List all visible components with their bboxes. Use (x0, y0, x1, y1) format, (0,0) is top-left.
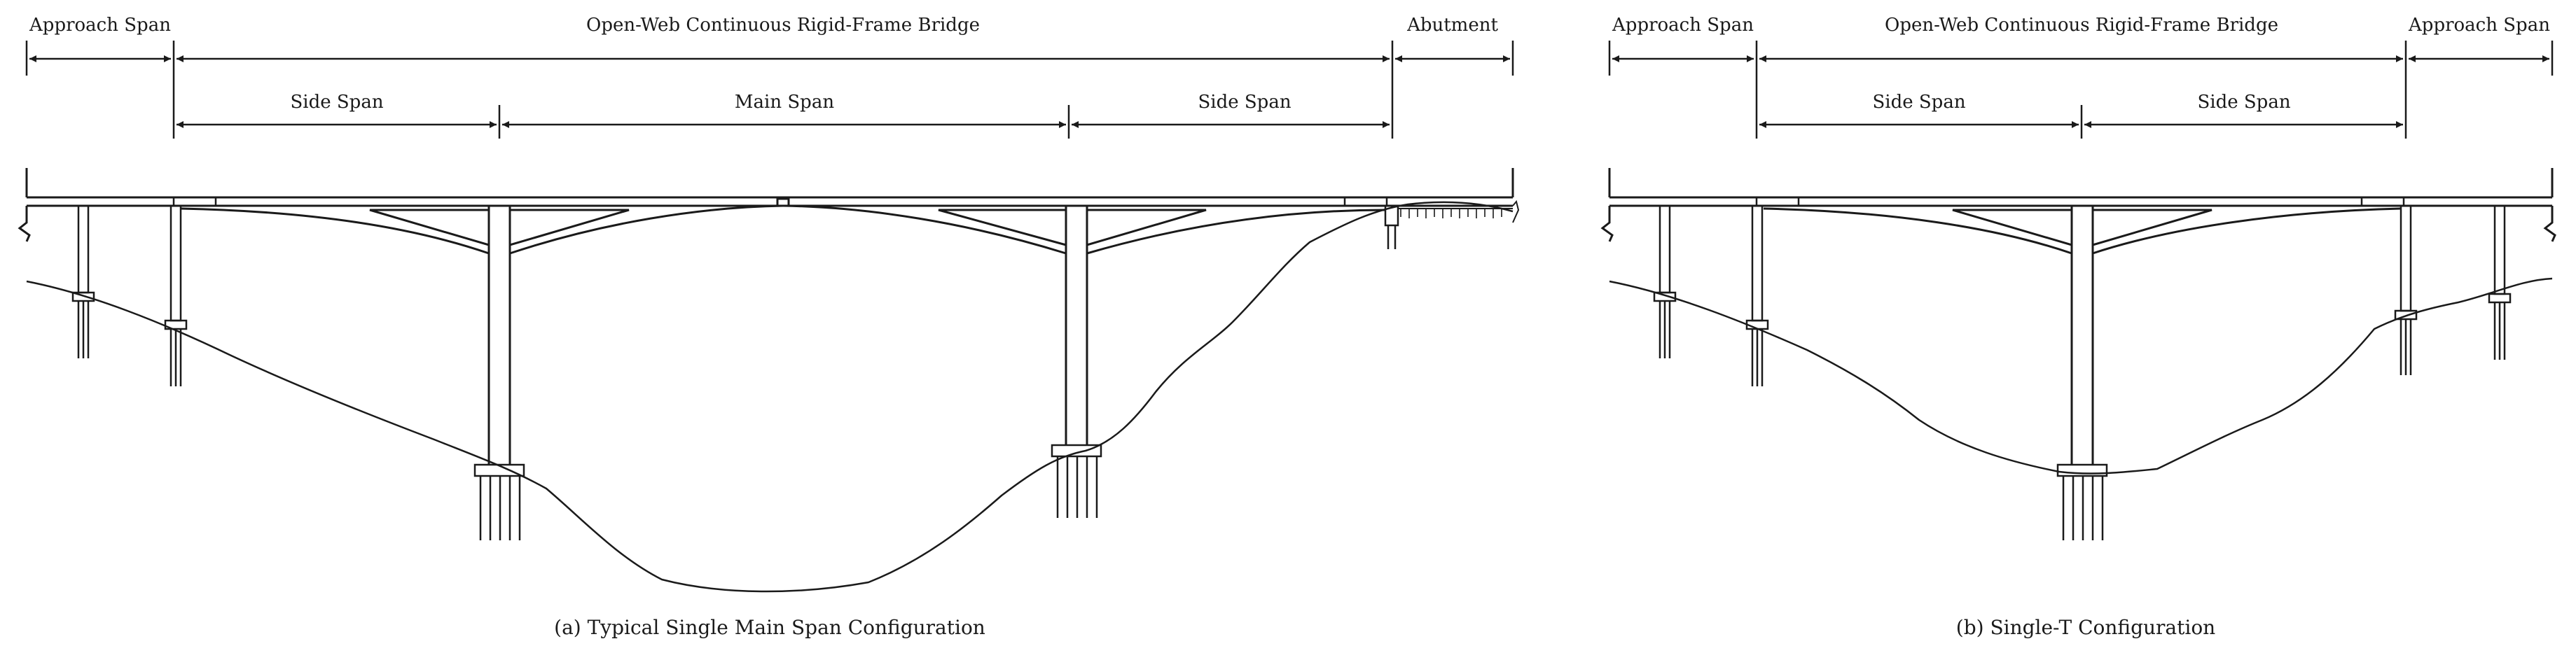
panel-a-dimensions (25, 41, 1514, 139)
panel-b-bridge-label: Open-Web Continuous Rigid-Frame Bridge (1885, 15, 2278, 36)
panel-a-caption: (a) Typical Single Main Span Configurati… (554, 616, 985, 639)
panel-a-deck (18, 168, 1520, 242)
panel-a-approach-piers (71, 196, 1388, 386)
panel-a-rigid-frame (180, 197, 1386, 465)
panel-b-rigid-frame (1763, 206, 2402, 465)
panel-b-side-span-right-label: Side Span (2197, 92, 2290, 113)
panel-b-approach-span-left-label: Approach Span (1612, 15, 1754, 36)
panel-b-terrain (1609, 277, 2553, 475)
panel-b-dimensions (1608, 41, 2554, 139)
panel-a-abutment (1384, 206, 1513, 249)
panel-b: Approach Span Open-Web Continuous Rigid-… (1600, 15, 2556, 639)
panel-a-side-span-left-label: Side Span (290, 92, 383, 113)
panel-a-terrain (26, 201, 1514, 593)
panel-b-side-span-left-label: Side Span (1872, 92, 1965, 113)
panel-a: Approach Span Open-Web Continuous Rigid-… (18, 15, 1520, 639)
panel-a-bridge-label: Open-Web Continuous Rigid-Frame Bridge (586, 15, 980, 36)
panel-b-caption: (b) Single-T Configuration (1956, 616, 2215, 639)
panel-b-approach-piers (1653, 196, 2512, 386)
panel-a-side-span-right-label: Side Span (1198, 92, 1291, 113)
panel-a-foundations (473, 444, 1102, 540)
panel-b-deck (1600, 168, 2556, 242)
panel-b-foundations (2056, 463, 2108, 540)
panel-a-abutment-label: Abutment (1406, 15, 1498, 36)
panel-a-main-span-label: Main Span (735, 92, 834, 113)
panel-b-approach-span-right-label: Approach Span (2408, 15, 2550, 36)
panel-a-approach-span-label: Approach Span (29, 15, 171, 36)
